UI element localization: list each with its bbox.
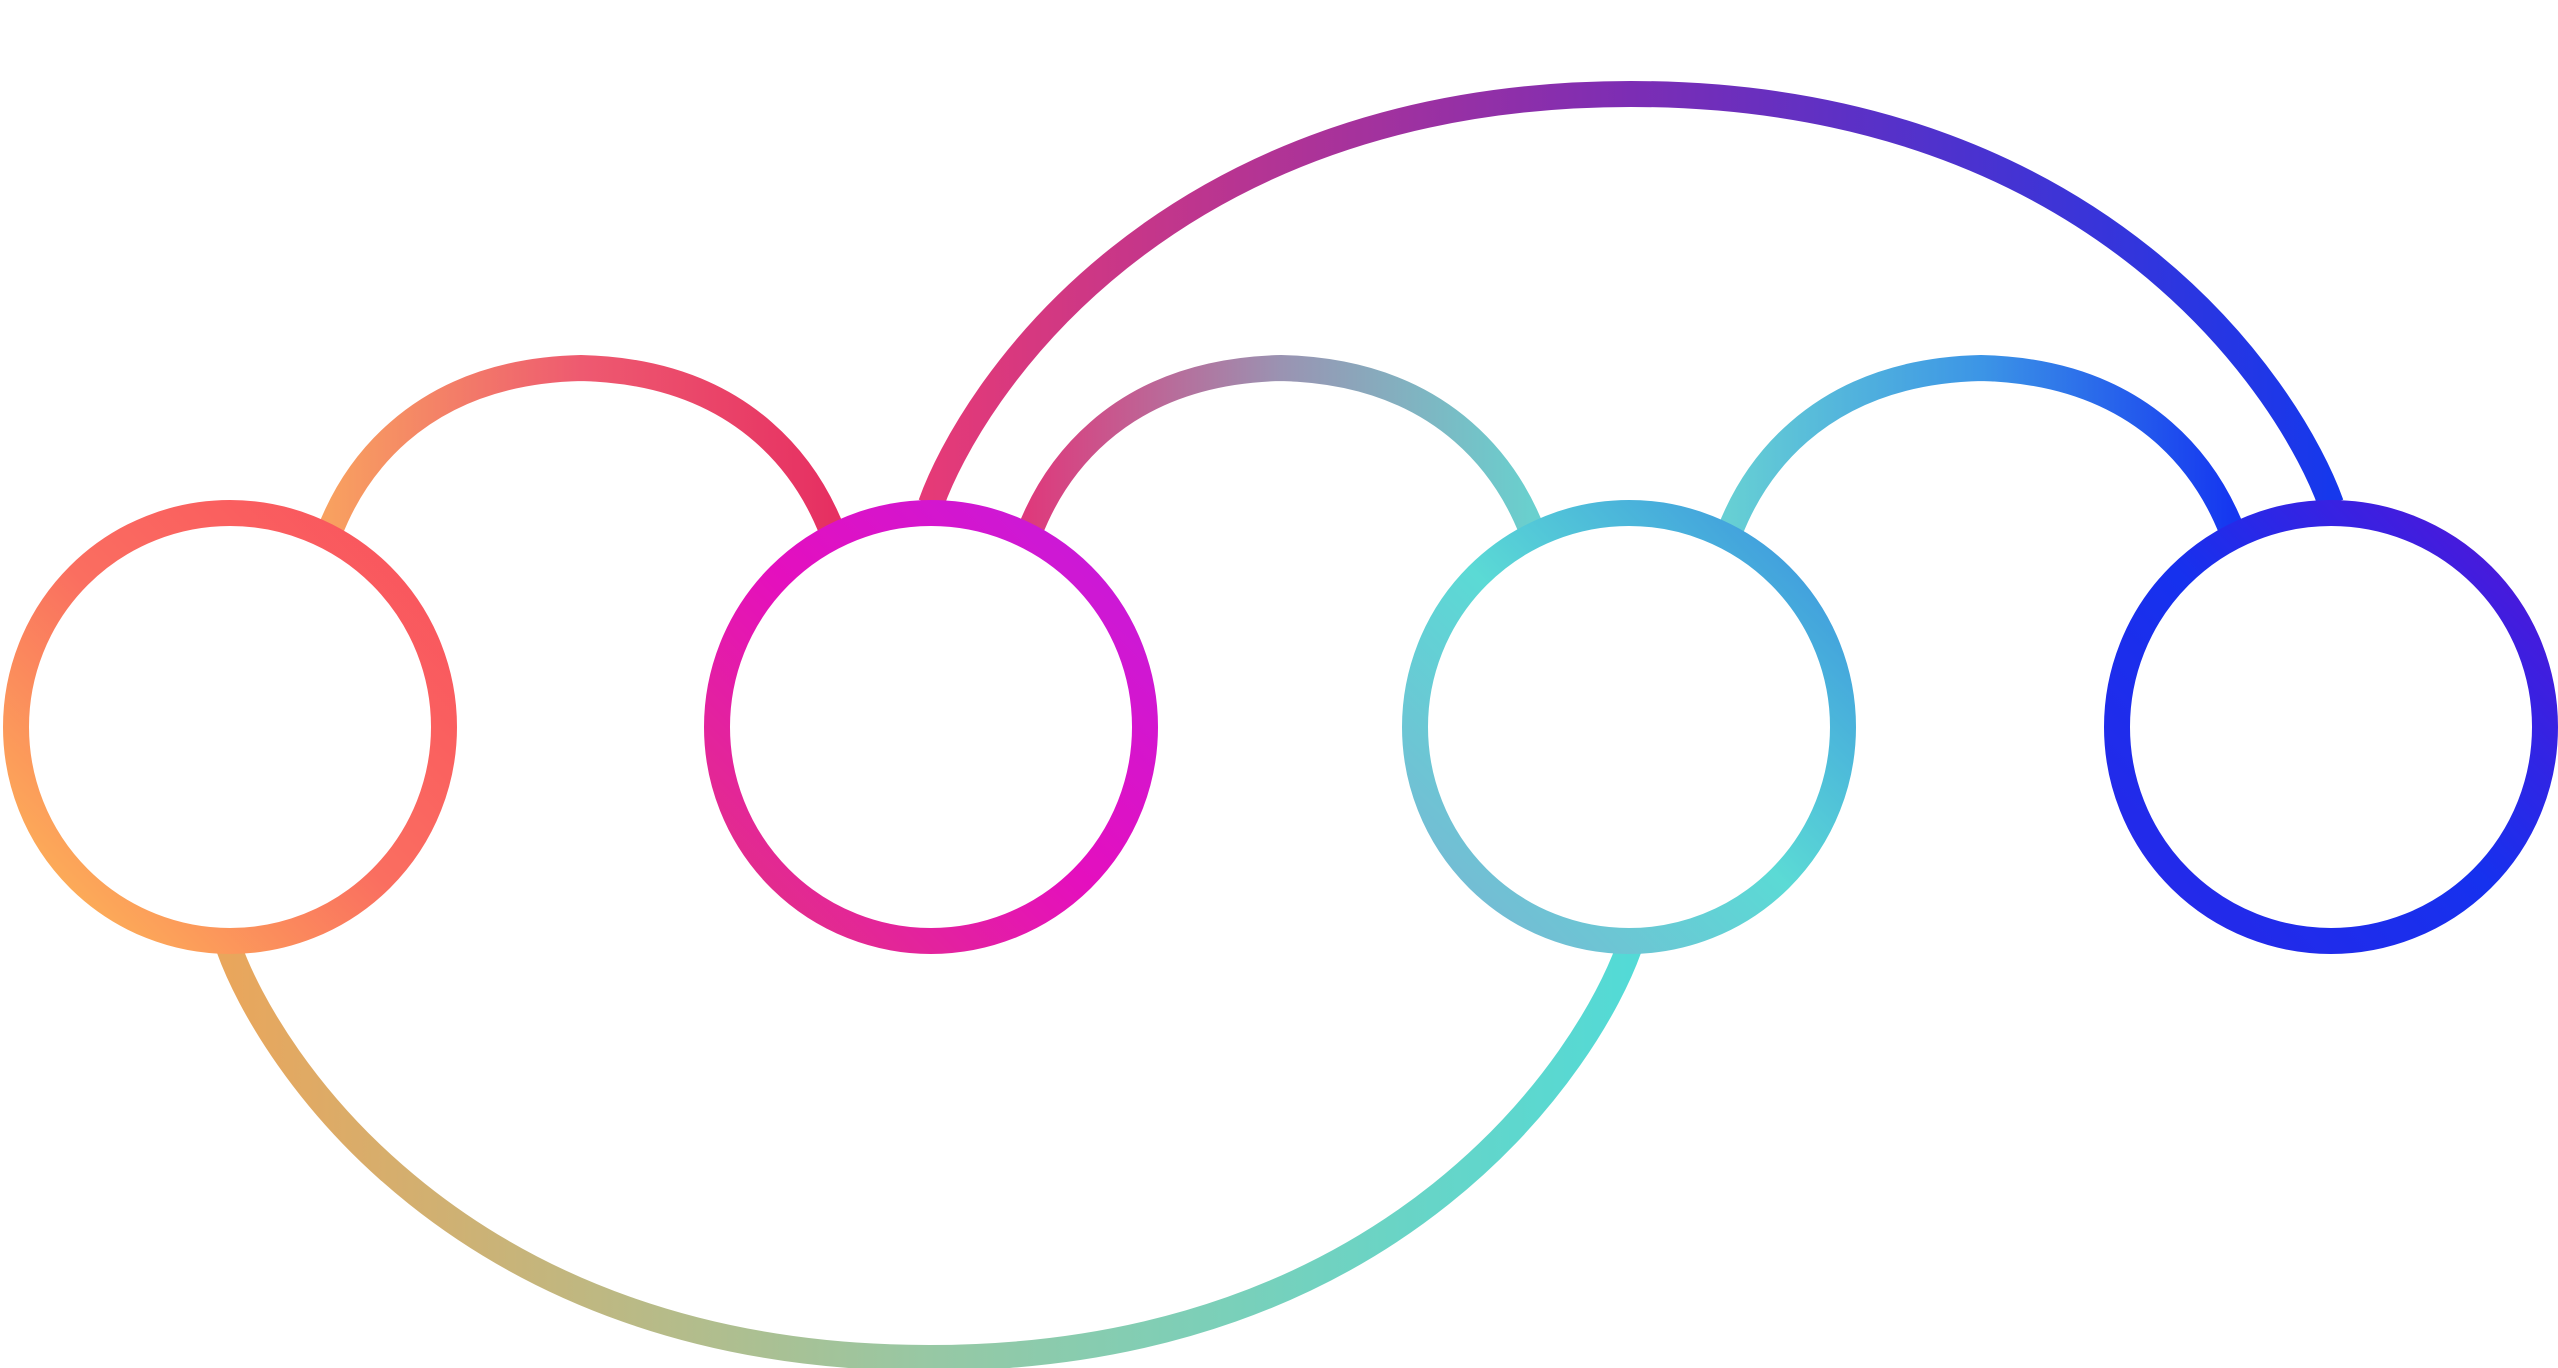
edge-2-4 bbox=[918, 80, 2344, 509]
edge-1-3 bbox=[216, 943, 1642, 1368]
node-1 bbox=[3, 500, 457, 954]
edge-3-4 bbox=[1717, 354, 2245, 536]
edge-1-2 bbox=[317, 354, 845, 536]
node-4 bbox=[2104, 500, 2558, 954]
node-3 bbox=[1402, 500, 1856, 954]
node-2 bbox=[704, 500, 1158, 954]
edge-2-3 bbox=[1017, 354, 1545, 536]
